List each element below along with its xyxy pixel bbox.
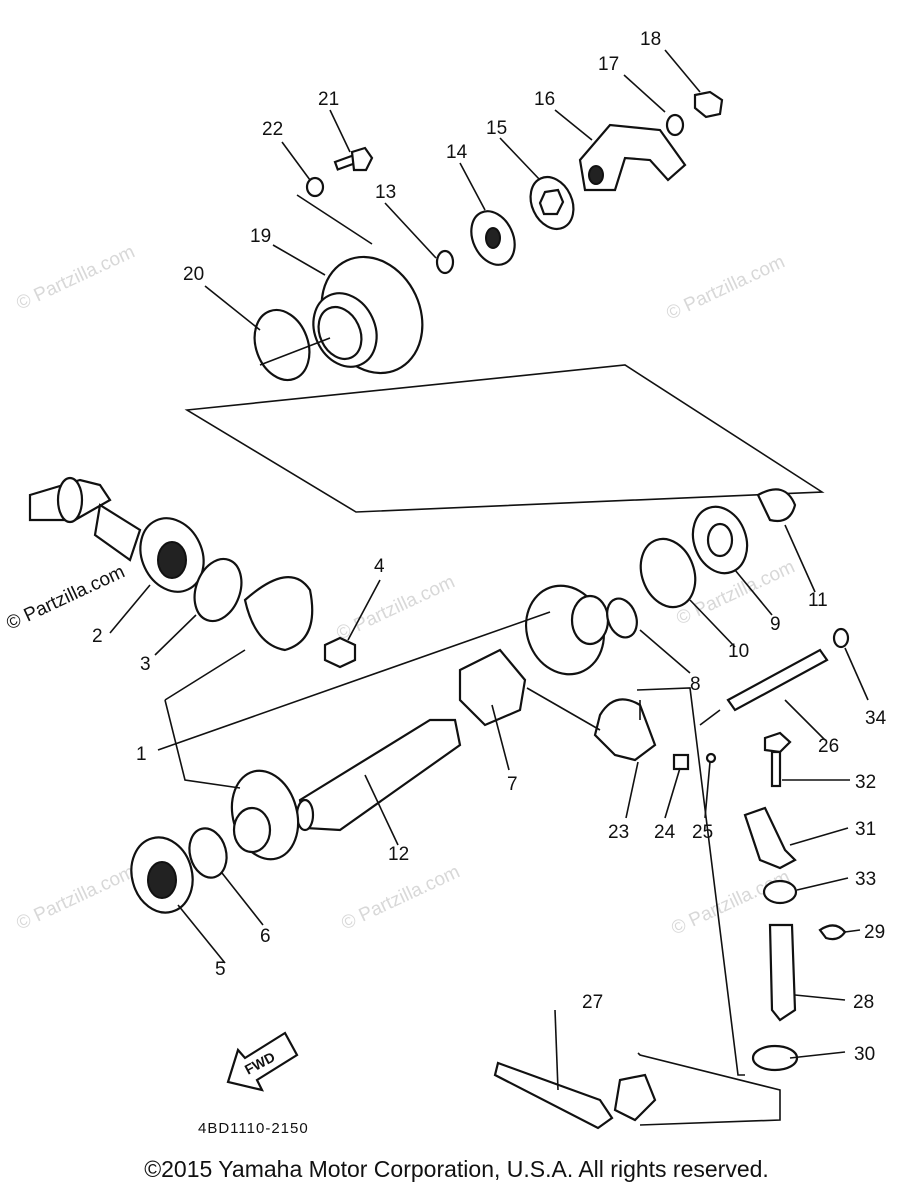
oil-seal <box>529 176 575 230</box>
ring-gear <box>525 584 610 676</box>
bearing <box>130 836 194 914</box>
watermark: © Partzilla.com <box>13 241 138 314</box>
alignment-line <box>636 687 745 1076</box>
callouts: 1 2 3 4 5 6 7 8 9 10 11 12 13 14 15 16 1… <box>92 29 887 1065</box>
alignment-line <box>699 709 721 726</box>
watermark: © Partzilla.com <box>663 251 788 324</box>
o-ring <box>193 557 243 623</box>
copyright-notice: ©2015 Yamaha Motor Corporation, U.S.A. A… <box>144 1156 769 1182</box>
alignment-line <box>164 699 241 789</box>
universal-joint-yoke <box>578 123 687 192</box>
callout-3: 3 <box>140 654 151 675</box>
bearing <box>470 210 516 266</box>
callout-8: 8 <box>690 674 701 695</box>
bearing <box>139 517 205 593</box>
callout-16: 16 <box>534 89 555 110</box>
callout-22: 22 <box>262 119 283 140</box>
shim <box>188 827 228 879</box>
callout-23: 23 <box>608 822 629 843</box>
gasket <box>253 308 311 382</box>
alignment-line <box>637 1052 781 1126</box>
pinion-gear <box>230 769 300 861</box>
callout-11: 11 <box>808 590 828 611</box>
shift-fork <box>593 698 657 762</box>
callout-33: 33 <box>855 869 876 890</box>
callout-31: 31 <box>855 819 876 840</box>
callout-14: 14 <box>446 142 468 163</box>
o-ring <box>832 627 850 649</box>
washer <box>665 113 685 137</box>
callout-26: 26 <box>818 736 839 757</box>
shift-rod <box>493 1061 657 1130</box>
callout-6: 6 <box>260 926 271 947</box>
callout-34: 34 <box>865 708 887 729</box>
forward-arrow-icon: FWD <box>226 1031 299 1092</box>
drive-shaft <box>28 476 142 562</box>
ball <box>705 752 717 764</box>
bolt <box>333 146 374 172</box>
callout-30: 30 <box>854 1044 875 1065</box>
callout-13: 13 <box>375 182 396 203</box>
callout-1: 1 <box>136 744 147 765</box>
callout-12: 12 <box>388 844 409 865</box>
washer <box>435 249 455 275</box>
alignment-line <box>526 687 601 731</box>
shim <box>606 597 638 639</box>
callout-25: 25 <box>692 822 713 843</box>
bolt <box>763 731 792 788</box>
bushing <box>762 879 798 905</box>
shift-arm <box>743 806 797 870</box>
leader-lines <box>109 49 869 1091</box>
callout-2: 2 <box>92 626 103 647</box>
callout-27: 27 <box>582 992 603 1013</box>
callout-5: 5 <box>215 959 226 980</box>
alignment-line <box>296 194 373 245</box>
callout-17: 17 <box>598 54 619 75</box>
callout-28: 28 <box>853 992 874 1013</box>
callout-32: 32 <box>855 772 876 793</box>
callout-7: 7 <box>507 774 518 795</box>
alignment-line <box>184 364 825 513</box>
ring-gear <box>243 576 314 652</box>
yoke-bore <box>588 165 604 185</box>
diagram-code: 4BD1110-2150 <box>198 1120 309 1137</box>
alignment-line <box>164 649 246 701</box>
shift-shaft <box>768 923 797 1022</box>
spring <box>672 753 690 771</box>
circlip <box>818 924 847 941</box>
bearing-housing <box>259 255 424 375</box>
bearing <box>691 505 749 575</box>
callout-9: 9 <box>770 614 781 635</box>
watermark: © Partzilla.com <box>3 561 128 634</box>
shift-shaft <box>726 648 829 712</box>
bearing-retainer <box>639 537 697 609</box>
clutch-dog <box>458 648 527 727</box>
callout-15: 15 <box>486 118 507 139</box>
callout-29: 29 <box>864 922 885 943</box>
callout-19: 19 <box>250 226 271 247</box>
watermark: © Partzilla.com <box>338 861 463 934</box>
callout-10: 10 <box>728 641 749 662</box>
callout-20: 20 <box>183 264 204 285</box>
washer <box>305 176 325 198</box>
watermark: © Partzilla.com <box>13 861 138 934</box>
nut <box>323 636 357 669</box>
callout-18: 18 <box>640 29 661 50</box>
callout-21: 21 <box>318 89 339 110</box>
pinion-shaft <box>295 718 462 832</box>
circlip <box>756 488 797 523</box>
callout-24: 24 <box>654 822 676 843</box>
nut <box>693 90 724 119</box>
callout-4: 4 <box>374 556 385 577</box>
